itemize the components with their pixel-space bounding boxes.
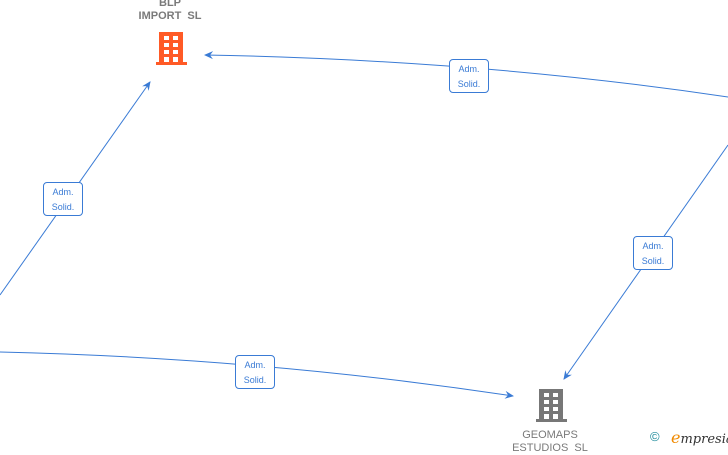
building-icon[interactable]: [156, 32, 187, 65]
copyright-icon: ©: [650, 429, 660, 444]
building-icon[interactable]: [536, 389, 567, 422]
edge-label[interactable]: Adm.Solid.: [633, 236, 673, 270]
edge-label[interactable]: Adm.Solid.: [43, 182, 83, 216]
node-label-blp[interactable]: BLP IMPORT SL: [138, 0, 202, 22]
empresia-logo: empresia: [671, 428, 728, 447]
node-label-geomaps[interactable]: GEOMAPS ESTUDIOS SL: [512, 429, 588, 454]
edge-label[interactable]: Adm.Solid.: [235, 355, 275, 389]
edge-label[interactable]: Adm.Solid.: [449, 59, 489, 93]
